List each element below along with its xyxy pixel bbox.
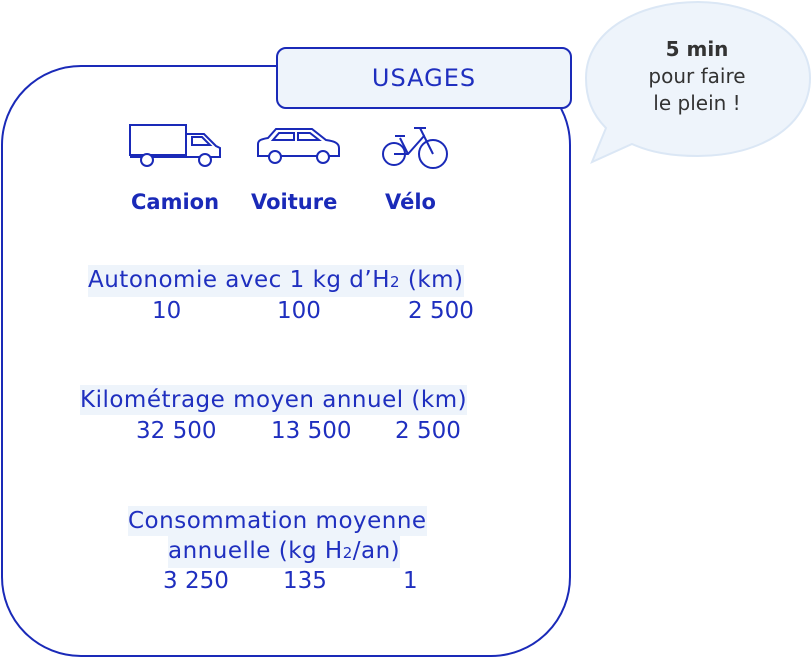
autonomie-value-velo: 2 500 <box>408 298 474 324</box>
bicycle-icon <box>382 127 448 169</box>
consommation-value-voiture: 135 <box>283 568 327 594</box>
consommation-title-sub: 2 <box>342 544 353 562</box>
speech-bubble <box>584 0 812 164</box>
autonomie-title-sub: 2 <box>390 273 401 291</box>
consommation-title-part-a: annuelle (kg H <box>168 538 343 564</box>
bubble-line-3: le plein ! <box>653 91 741 115</box>
autonomie-value-voiture: 100 <box>277 298 321 324</box>
vehicle-label-velo: Vélo <box>385 190 436 214</box>
autonomie-title: Autonomie avec 1 kg d’H2 (km) <box>88 265 464 297</box>
kilometrage-value-voiture: 13 500 <box>271 418 352 444</box>
kilometrage-value-velo: 2 500 <box>395 418 461 444</box>
bubble-line-2: pour faire <box>648 64 746 88</box>
usages-title: USAGES <box>371 64 477 92</box>
consommation-title-part-b: /an) <box>352 538 401 564</box>
autonomie-title-part-b: (km) <box>400 267 464 293</box>
bubble-line-1: 5 min <box>665 37 729 61</box>
autonomie-value-camion: 10 <box>152 298 182 324</box>
vehicle-label-voiture: Voiture <box>251 190 338 214</box>
kilometrage-value-camion: 32 500 <box>136 418 217 444</box>
car-icon <box>257 128 340 164</box>
consommation-value-velo: 1 <box>403 568 418 594</box>
truck-icon <box>129 124 221 167</box>
autonomie-title-part-a: Autonomie avec 1 kg d’H <box>88 267 390 293</box>
vehicle-label-camion: Camion <box>131 190 220 214</box>
bubble-text: 5 min pour faire le plein ! <box>590 36 804 117</box>
consommation-title-line-1: Consommation moyenne <box>128 506 427 536</box>
usages-title-tab: USAGES <box>276 47 572 109</box>
kilometrage-title: Kilométrage moyen annuel (km) <box>80 385 468 415</box>
consommation-value-camion: 3 250 <box>163 568 229 594</box>
consommation-title-line-2: annuelle (kg H2/an) <box>168 536 401 568</box>
